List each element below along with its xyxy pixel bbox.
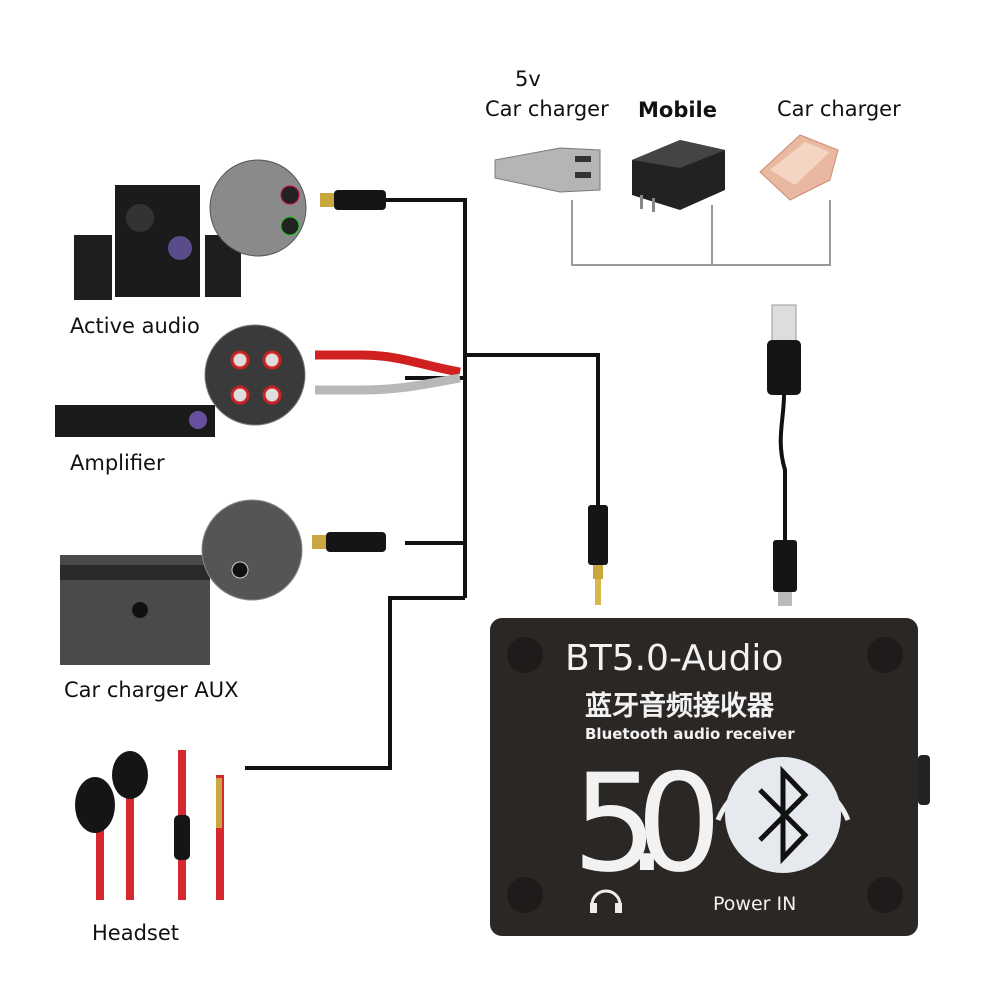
car-charger-label: Car charger [485, 97, 609, 121]
power-bank-label: Car charger [777, 97, 901, 121]
bt-receiver-device: BT5.0-Audio 蓝牙音频接收器 Bluetooth audio rece… [490, 618, 930, 936]
car-charger-5v: 5v Car charger [485, 67, 609, 193]
device-version: 5.0 [572, 745, 722, 902]
device-chinese-title: 蓝牙音频接收器 [585, 690, 775, 722]
headset: Headset [75, 750, 224, 945]
amplifier: Amplifier [55, 324, 461, 475]
amplifier-label: Amplifier [70, 451, 165, 475]
mobile-charger: Mobile [632, 98, 725, 212]
mobile-label: Mobile [638, 98, 717, 122]
device-subtitle: Bluetooth audio receiver [585, 725, 795, 743]
headphone-icon [590, 889, 622, 913]
headset-label: Headset [92, 921, 179, 945]
active-audio-label: Active audio [70, 314, 200, 338]
bluetooth-icon [715, 757, 851, 873]
device-title: BT5.0-Audio [565, 638, 783, 679]
power-bracket-lines [571, 200, 831, 266]
audio-wires [245, 198, 600, 770]
power-in-label: Power IN [713, 893, 796, 915]
car-aux-label: Car charger AUX [64, 678, 239, 702]
voltage-label: 5v [515, 67, 541, 91]
car-aux-panel: Car charger AUX [60, 499, 386, 702]
usb-cable [767, 304, 801, 606]
audio-jack-plug [588, 505, 608, 605]
active-audio-speakers: Active audio [70, 159, 386, 338]
power-bank: Car charger [759, 97, 901, 201]
